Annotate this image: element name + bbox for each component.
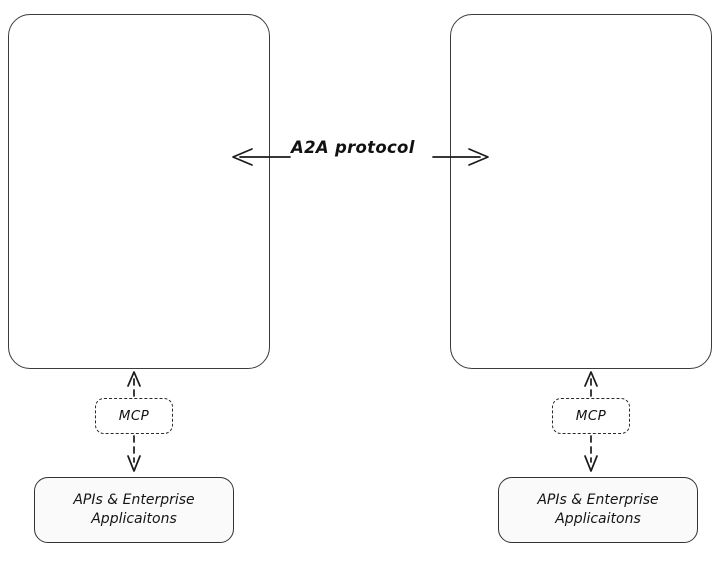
- apis-enterprise-box-right[interactable]: APIs & Enterprise Applicaitons: [498, 477, 698, 543]
- mcp-box-right[interactable]: MCP: [552, 398, 630, 434]
- mcp-arrowhead-down-left: [127, 455, 141, 472]
- mcp-arrowhead-up-right: [584, 371, 598, 387]
- mcp-arrowhead-up-left: [127, 371, 141, 387]
- a2a-connector-group: A2A protocol: [228, 138, 496, 178]
- agent-panel-right: [450, 14, 712, 369]
- agent-panel-left: [8, 14, 270, 369]
- mcp-arrowhead-down-right: [584, 455, 598, 472]
- apis-enterprise-box-left[interactable]: APIs & Enterprise Applicaitons: [34, 477, 234, 543]
- a2a-protocol-label: A2A protocol: [291, 138, 415, 157]
- mcp-box-left[interactable]: MCP: [95, 398, 173, 434]
